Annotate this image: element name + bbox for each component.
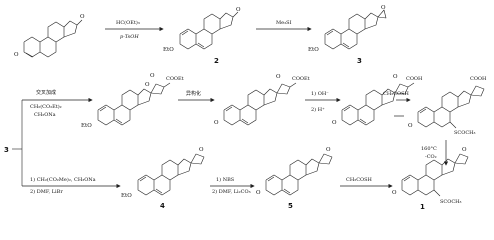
ketone-label: O <box>14 52 19 58</box>
dienone-ester-intermediate: COOEt O O <box>214 74 310 126</box>
lactone-oxygen-label: O <box>393 74 398 80</box>
reagent-label: -CO₂ <box>425 154 437 160</box>
carboxylic-acid-label: COOH <box>406 76 423 82</box>
carboxylic-acid-label: COOH <box>470 76 487 82</box>
ethoxy-label: EtO <box>121 193 132 199</box>
compound-label: 5 <box>288 202 293 210</box>
reagent-label: 2) DMF, LiBr <box>30 188 63 195</box>
ketone-label: O <box>80 14 85 20</box>
compound-2-structure: O EtO <box>163 7 241 53</box>
reagent-label: 160°C <box>421 146 437 152</box>
thioacetate-label: SCOCH₃ <box>440 199 462 205</box>
compound-label: 3 <box>357 57 362 65</box>
compound-label: 1 <box>420 203 425 211</box>
compound-1-structure: O O SCOCH₃ <box>392 147 469 205</box>
reagent-label: CH₃COSH <box>346 177 373 183</box>
compound-label: 2 <box>214 57 219 65</box>
reagent-label: CH₃COSH <box>383 91 410 97</box>
ketone-label: O <box>408 123 413 129</box>
reagent-label: Me₃SI <box>276 20 292 26</box>
reagent-label: 2) H⁺ <box>311 106 325 113</box>
dienone-acid-intermediate: COOH O O <box>332 74 423 126</box>
ketone-label: O <box>236 7 241 13</box>
ethoxy-label: EtO <box>81 123 92 129</box>
carboxylate-label: COOEt <box>166 76 184 82</box>
carboxylate-label: COOEt <box>292 76 310 82</box>
reagent-label: 1) CH₂(CO₂Me)₂, CH₃ONa <box>30 176 96 183</box>
compound-label: 4 <box>160 202 165 210</box>
ketone-label: O <box>332 120 337 126</box>
ketone-label: O <box>256 190 261 196</box>
reagent-label: CH₃ONa <box>34 112 56 118</box>
ethoxy-label: EtO <box>308 47 319 53</box>
compound-label: 3 <box>4 146 9 154</box>
compound-5-structure: O O <box>256 147 333 196</box>
epoxide-oxygen-label: O <box>381 5 386 11</box>
reagent-label: 1) NBS <box>216 176 235 183</box>
lactone-oxygen-label: O <box>462 147 467 153</box>
reagent-label: 1) OH⁻ <box>311 90 329 97</box>
compound-4-structure: O EtO <box>121 147 205 199</box>
thioacetate-acid-intermediate: COOH SCOCH₃ O <box>408 76 487 136</box>
reagent-label: HC(OEt)₃ <box>116 19 140 26</box>
reagent-label: CH₂(CO₂Et)₂ <box>30 103 62 110</box>
lactone-oxygen-label: O <box>276 74 281 80</box>
steroid-starting-material: O O <box>14 14 85 58</box>
ketone-label: O <box>392 190 397 196</box>
lactone-oxygen-label: O <box>199 147 204 153</box>
reagent-label: 异构化 <box>186 90 201 97</box>
ethoxy-label: EtO <box>163 47 174 53</box>
thioacetate-label: SCOCH₃ <box>454 130 476 136</box>
synthesis-scheme: O O HC(OEt)₃ p-TsOH O EtO 2 Me₃SI O EtO … <box>4 5 487 211</box>
lactone-oxygen-label: O <box>145 82 150 88</box>
reagent-label: p-TsOH <box>120 34 139 40</box>
diester-intermediate: COOEt O O EtO <box>81 73 184 129</box>
compound-3-structure: O EtO <box>308 5 387 53</box>
lactone-oxygen-label: O <box>326 147 331 153</box>
reagent-label: 2) DMF, Li₂CO₃ <box>212 188 251 195</box>
reagent-label: 交叉加成 <box>36 89 56 96</box>
lactone-oxygen-label: O <box>150 73 155 79</box>
ketone-label: O <box>214 120 219 126</box>
